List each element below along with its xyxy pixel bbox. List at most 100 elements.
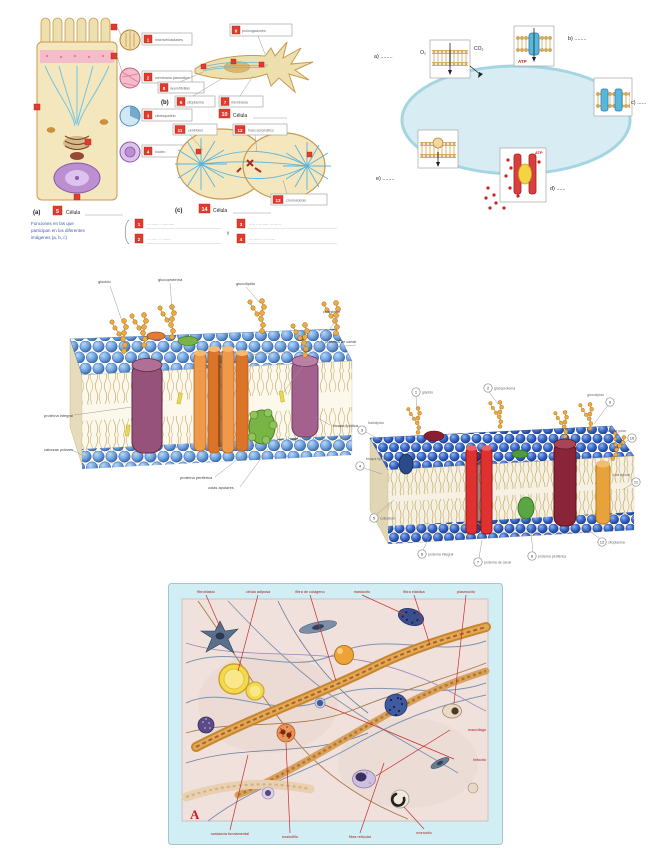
membrane-small-figure: 1 glúcido 2 glucoproteína 3 fosfolípido … <box>355 383 641 567</box>
inset-pump: ATP <box>513 25 555 67</box>
callout-number: 3 <box>147 114 150 119</box>
label-e: e) ........ <box>376 176 395 182</box>
function-text: ····· ·· ········ ··· ······ <box>249 223 281 227</box>
cytoskeleton-filaments <box>44 65 110 127</box>
svg-text:proteína periférica: proteína periférica <box>538 555 566 559</box>
svg-text:8: 8 <box>531 554 534 559</box>
cell-c-caption: 14 Célula <box>198 203 271 214</box>
svg-text:6: 6 <box>421 552 424 557</box>
svg-text:glúcido: glúcido <box>422 391 433 395</box>
function-text: · ······ · ·· ······· <box>147 238 171 242</box>
panel-c-label: (c) <box>175 208 182 214</box>
connector-word: y <box>227 230 230 235</box>
svg-text:fibroblasto: fibroblasto <box>197 590 215 594</box>
svg-text:fosfolípido: fosfolípido <box>368 421 384 425</box>
svg-text:cabezas polares: cabezas polares <box>44 447 73 452</box>
label-a: a) ........ <box>374 54 393 60</box>
function-number: 2 <box>138 237 141 242</box>
callout-label: membrana <box>231 101 248 105</box>
svg-text:Célula: Célula <box>233 113 247 119</box>
svg-text:bicapa lipídica: bicapa lipídica <box>333 423 359 428</box>
svg-text:fibra reticular: fibra reticular <box>349 835 372 839</box>
svg-text:fibra de colágeno: fibra de colágeno <box>295 590 324 594</box>
svg-text:plasmocito: plasmocito <box>457 590 475 594</box>
svg-text:eosinófilo: eosinófilo <box>282 835 298 839</box>
membrane-large-labels: glúcido glucoproteína glucolípido colest… <box>44 277 359 490</box>
svg-text:colesterol: colesterol <box>323 309 340 314</box>
svg-text:sustancia fundamental: sustancia fundamental <box>211 832 249 836</box>
co2-label: CO₂ <box>474 46 484 52</box>
tissue-labels: fibroblasto célula adiposa fibra de colá… <box>197 590 486 839</box>
functions-block: Funciones en las que participan en los d… <box>31 218 337 245</box>
membrane-proteins <box>398 430 611 535</box>
tissue-cells <box>197 607 479 809</box>
callout-label: citoesqueleto <box>155 114 176 118</box>
membrane-proteins <box>124 331 319 454</box>
callout-label: núcleo <box>155 150 165 154</box>
svg-text:glucoproteína: glucoproteína <box>158 277 183 282</box>
svg-text:macrófago: macrófago <box>468 728 486 732</box>
svg-text:linfocito: linfocito <box>473 758 486 762</box>
callout-number: 7 <box>224 100 227 105</box>
svg-text:5: 5 <box>373 516 376 521</box>
cell-b-figure: 9 prolongaciones 8 neurofibrillas 6 cito… <box>157 23 314 119</box>
cell-b-caption: 10 Célula <box>218 108 287 119</box>
svg-text:bicapa lipídica: bicapa lipídica <box>366 457 388 461</box>
svg-text:cabeza polar: cabeza polar <box>606 429 627 433</box>
atp-label: ATP <box>518 59 527 64</box>
chromosomes <box>236 159 262 173</box>
cell-worksheet-figure: 1 microvellosidades 2 membrana plasmátic… <box>31 17 337 245</box>
svg-text:5: 5 <box>56 209 59 215</box>
inset-vesicle <box>417 129 459 169</box>
figure-a-marker: A <box>190 807 200 822</box>
svg-text:glúcido: glúcido <box>98 279 111 284</box>
svg-text:3: 3 <box>361 428 364 433</box>
svg-text:2: 2 <box>487 386 490 391</box>
callout-label: citoplasma <box>187 101 204 105</box>
membrane-large-figure: glúcido glucoproteína glucolípido colest… <box>44 277 359 490</box>
svg-text:proteína periférica: proteína periférica <box>180 475 213 480</box>
svg-text:1: 1 <box>415 390 418 395</box>
function-number: 3 <box>240 222 243 227</box>
label-d: d) ...... <box>550 186 566 192</box>
function-text: ··········· ·· ········ <box>249 238 275 242</box>
svg-text:glucoproteína: glucoproteína <box>494 387 515 391</box>
svg-text:proteína integral: proteína integral <box>44 413 73 418</box>
svg-text:cola apolar: cola apolar <box>613 473 631 477</box>
panel-a-label: (a) <box>33 210 40 216</box>
callout-label: neurofibrillas <box>170 87 190 91</box>
svg-text:10: 10 <box>221 112 227 118</box>
svg-text:fibra elástica: fibra elástica <box>403 590 425 594</box>
svg-text:9: 9 <box>609 400 612 405</box>
svg-text:colas apolares: colas apolares <box>208 485 234 490</box>
svg-text:monocito: monocito <box>416 831 431 835</box>
inset-diffusion: O₂ CO₂ <box>420 39 484 79</box>
solute-dots <box>484 158 541 210</box>
svg-text:glucolípido: glucolípido <box>587 393 604 397</box>
svg-text:mastocito: mastocito <box>354 590 370 594</box>
callout-label: membrana plasmática <box>155 76 189 80</box>
membrane-transport-figure: O₂ CO₂ a) ........ ATP b) ........ <box>374 25 647 210</box>
callout-number: 6 <box>180 100 183 105</box>
svg-text:12: 12 <box>600 540 605 545</box>
svg-text:glucolípido: glucolípido <box>236 281 256 286</box>
callout-number: 4 <box>147 150 150 155</box>
svg-text:14: 14 <box>201 207 208 213</box>
label-c: c) ...... <box>631 100 647 106</box>
callout-label: microvellosidades <box>155 38 183 42</box>
function-number: 4 <box>240 237 243 242</box>
numbered-markers: 1 glúcido 2 glucoproteína 3 fosfolípido … <box>355 383 641 567</box>
svg-text:Célula: Célula <box>66 210 80 216</box>
svg-text:proteína integral: proteína integral <box>428 553 454 557</box>
svg-text:11: 11 <box>634 480 639 485</box>
inset-channels <box>593 77 633 117</box>
cell-a-figure <box>33 17 123 201</box>
callout-label: prolongaciones <box>242 29 266 33</box>
function-number: 1 <box>138 222 141 227</box>
svg-text:10: 10 <box>630 436 635 441</box>
callout-number: 11 <box>178 128 183 133</box>
svg-text:4: 4 <box>359 464 362 469</box>
callout-number: 12 <box>237 128 243 133</box>
callout-number: 13 <box>275 198 281 203</box>
